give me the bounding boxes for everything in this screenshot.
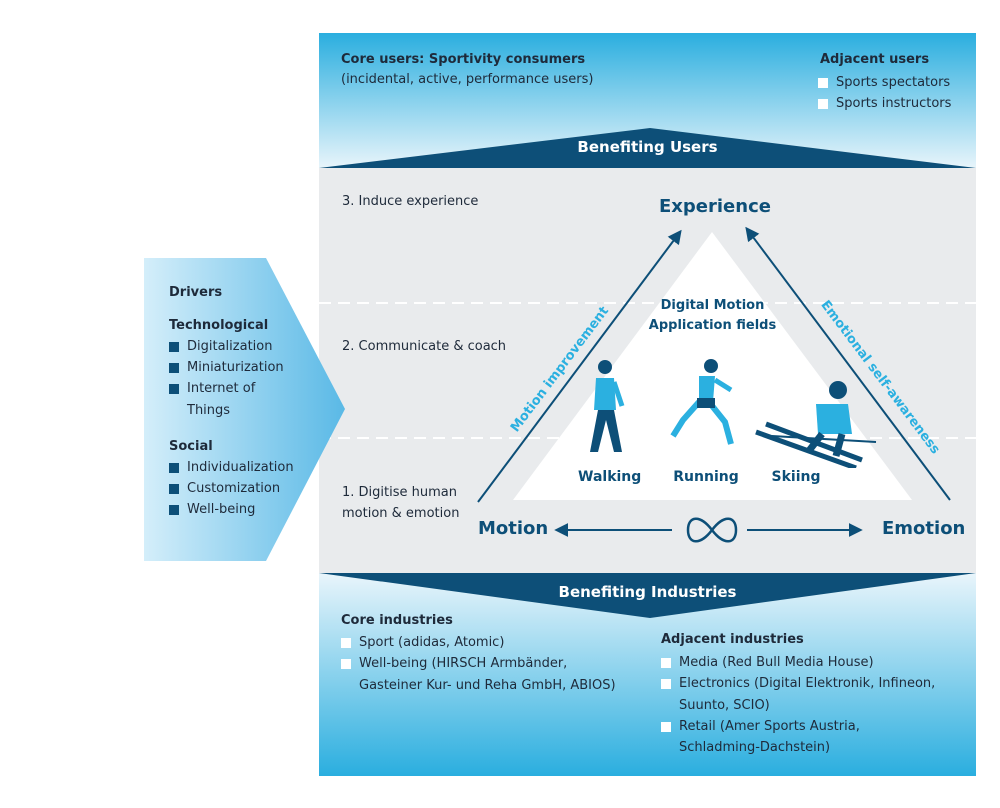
level-1-label-line2: motion & emotion: [342, 506, 460, 521]
list-item: Individualization: [169, 457, 294, 478]
level-2-label: 2. Communicate & coach: [342, 339, 507, 354]
motion-improvement-arrow: [477, 229, 682, 503]
running-figure-icon: [670, 359, 734, 445]
tech-title: Technological: [169, 318, 269, 333]
adjacent-users-title: Adjacent users: [820, 52, 930, 67]
list-item: Miniaturization: [169, 357, 284, 378]
skiing-figure-icon: [755, 381, 877, 468]
adjacent-industries-continuation: Suunto, SCIO): [679, 698, 770, 713]
emotional-awareness-arrow: [745, 226, 951, 501]
list-item: Well-being: [169, 499, 294, 520]
list-item: Sports instructors: [818, 93, 951, 114]
application-fields-line1: Digital Motion: [660, 298, 765, 313]
core-industries-list: Sport (adidas, Atomic) Well-being (HIRSC…: [341, 632, 567, 674]
list-item: Customization: [169, 478, 294, 499]
list-item: Sport (adidas, Atomic): [341, 632, 567, 653]
list-item: Sports spectators: [818, 72, 951, 93]
adjacent-industries-continuation: Schladming-Dachstein): [679, 740, 831, 755]
social-title: Social: [169, 439, 213, 454]
social-list: Individualization Customization Well-bei…: [169, 457, 294, 520]
tech-list: Digitalization Miniaturization Internet …: [169, 336, 284, 399]
benefiting-users-banner: [319, 128, 976, 168]
adjacent-industries-list-2: Retail (Amer Sports Austria,: [661, 716, 860, 737]
adjacent-industries-list: Media (Red Bull Media House) Electronics…: [661, 652, 935, 694]
drivers-title: Drivers: [169, 285, 223, 300]
list-item: Digitalization: [169, 336, 284, 357]
core-industries-continuation: Gasteiner Kur- und Reha GmbH, ABIOS): [359, 678, 616, 693]
list-item: Retail (Amer Sports Austria,: [661, 716, 860, 737]
benefiting-industries-label: Benefiting Industries: [558, 583, 737, 601]
infinity-icon: [686, 517, 738, 543]
core-users-subtitle: (incidental, active, performance users): [341, 72, 594, 87]
adjacent-users-list: Sports spectators Sports instructors: [818, 72, 951, 114]
level-1-label-line1: 1. Digitise human: [342, 485, 457, 500]
list-item: Media (Red Bull Media House): [661, 652, 935, 673]
level-3-label: 3. Induce experience: [342, 194, 479, 209]
core-users-title: Core users: Sportivity consumers: [341, 52, 586, 67]
motion-label: Motion: [478, 518, 549, 539]
experience-label: Experience: [659, 196, 771, 217]
core-industries-title: Core industries: [341, 613, 453, 628]
drivers-chevron: [144, 258, 345, 561]
adjacent-industries-title: Adjacent industries: [661, 632, 804, 647]
list-item: Well-being (HIRSCH Armbänder,: [341, 653, 567, 674]
list-item: Internet of: [169, 378, 284, 399]
walking-label: Walking: [578, 469, 642, 485]
list-item: Electronics (Digital Elektronik, Infineo…: [661, 673, 935, 694]
running-label: Running: [673, 469, 739, 485]
tech-item-continuation: Things: [187, 403, 231, 418]
skiing-label: Skiing: [771, 469, 821, 485]
benefiting-industries-banner: [319, 573, 976, 618]
benefiting-users-label: Benefiting Users: [577, 138, 718, 156]
walking-figure-icon: [590, 360, 625, 452]
application-fields-line2: Application fields: [648, 318, 777, 333]
emotion-label: Emotion: [882, 518, 966, 539]
